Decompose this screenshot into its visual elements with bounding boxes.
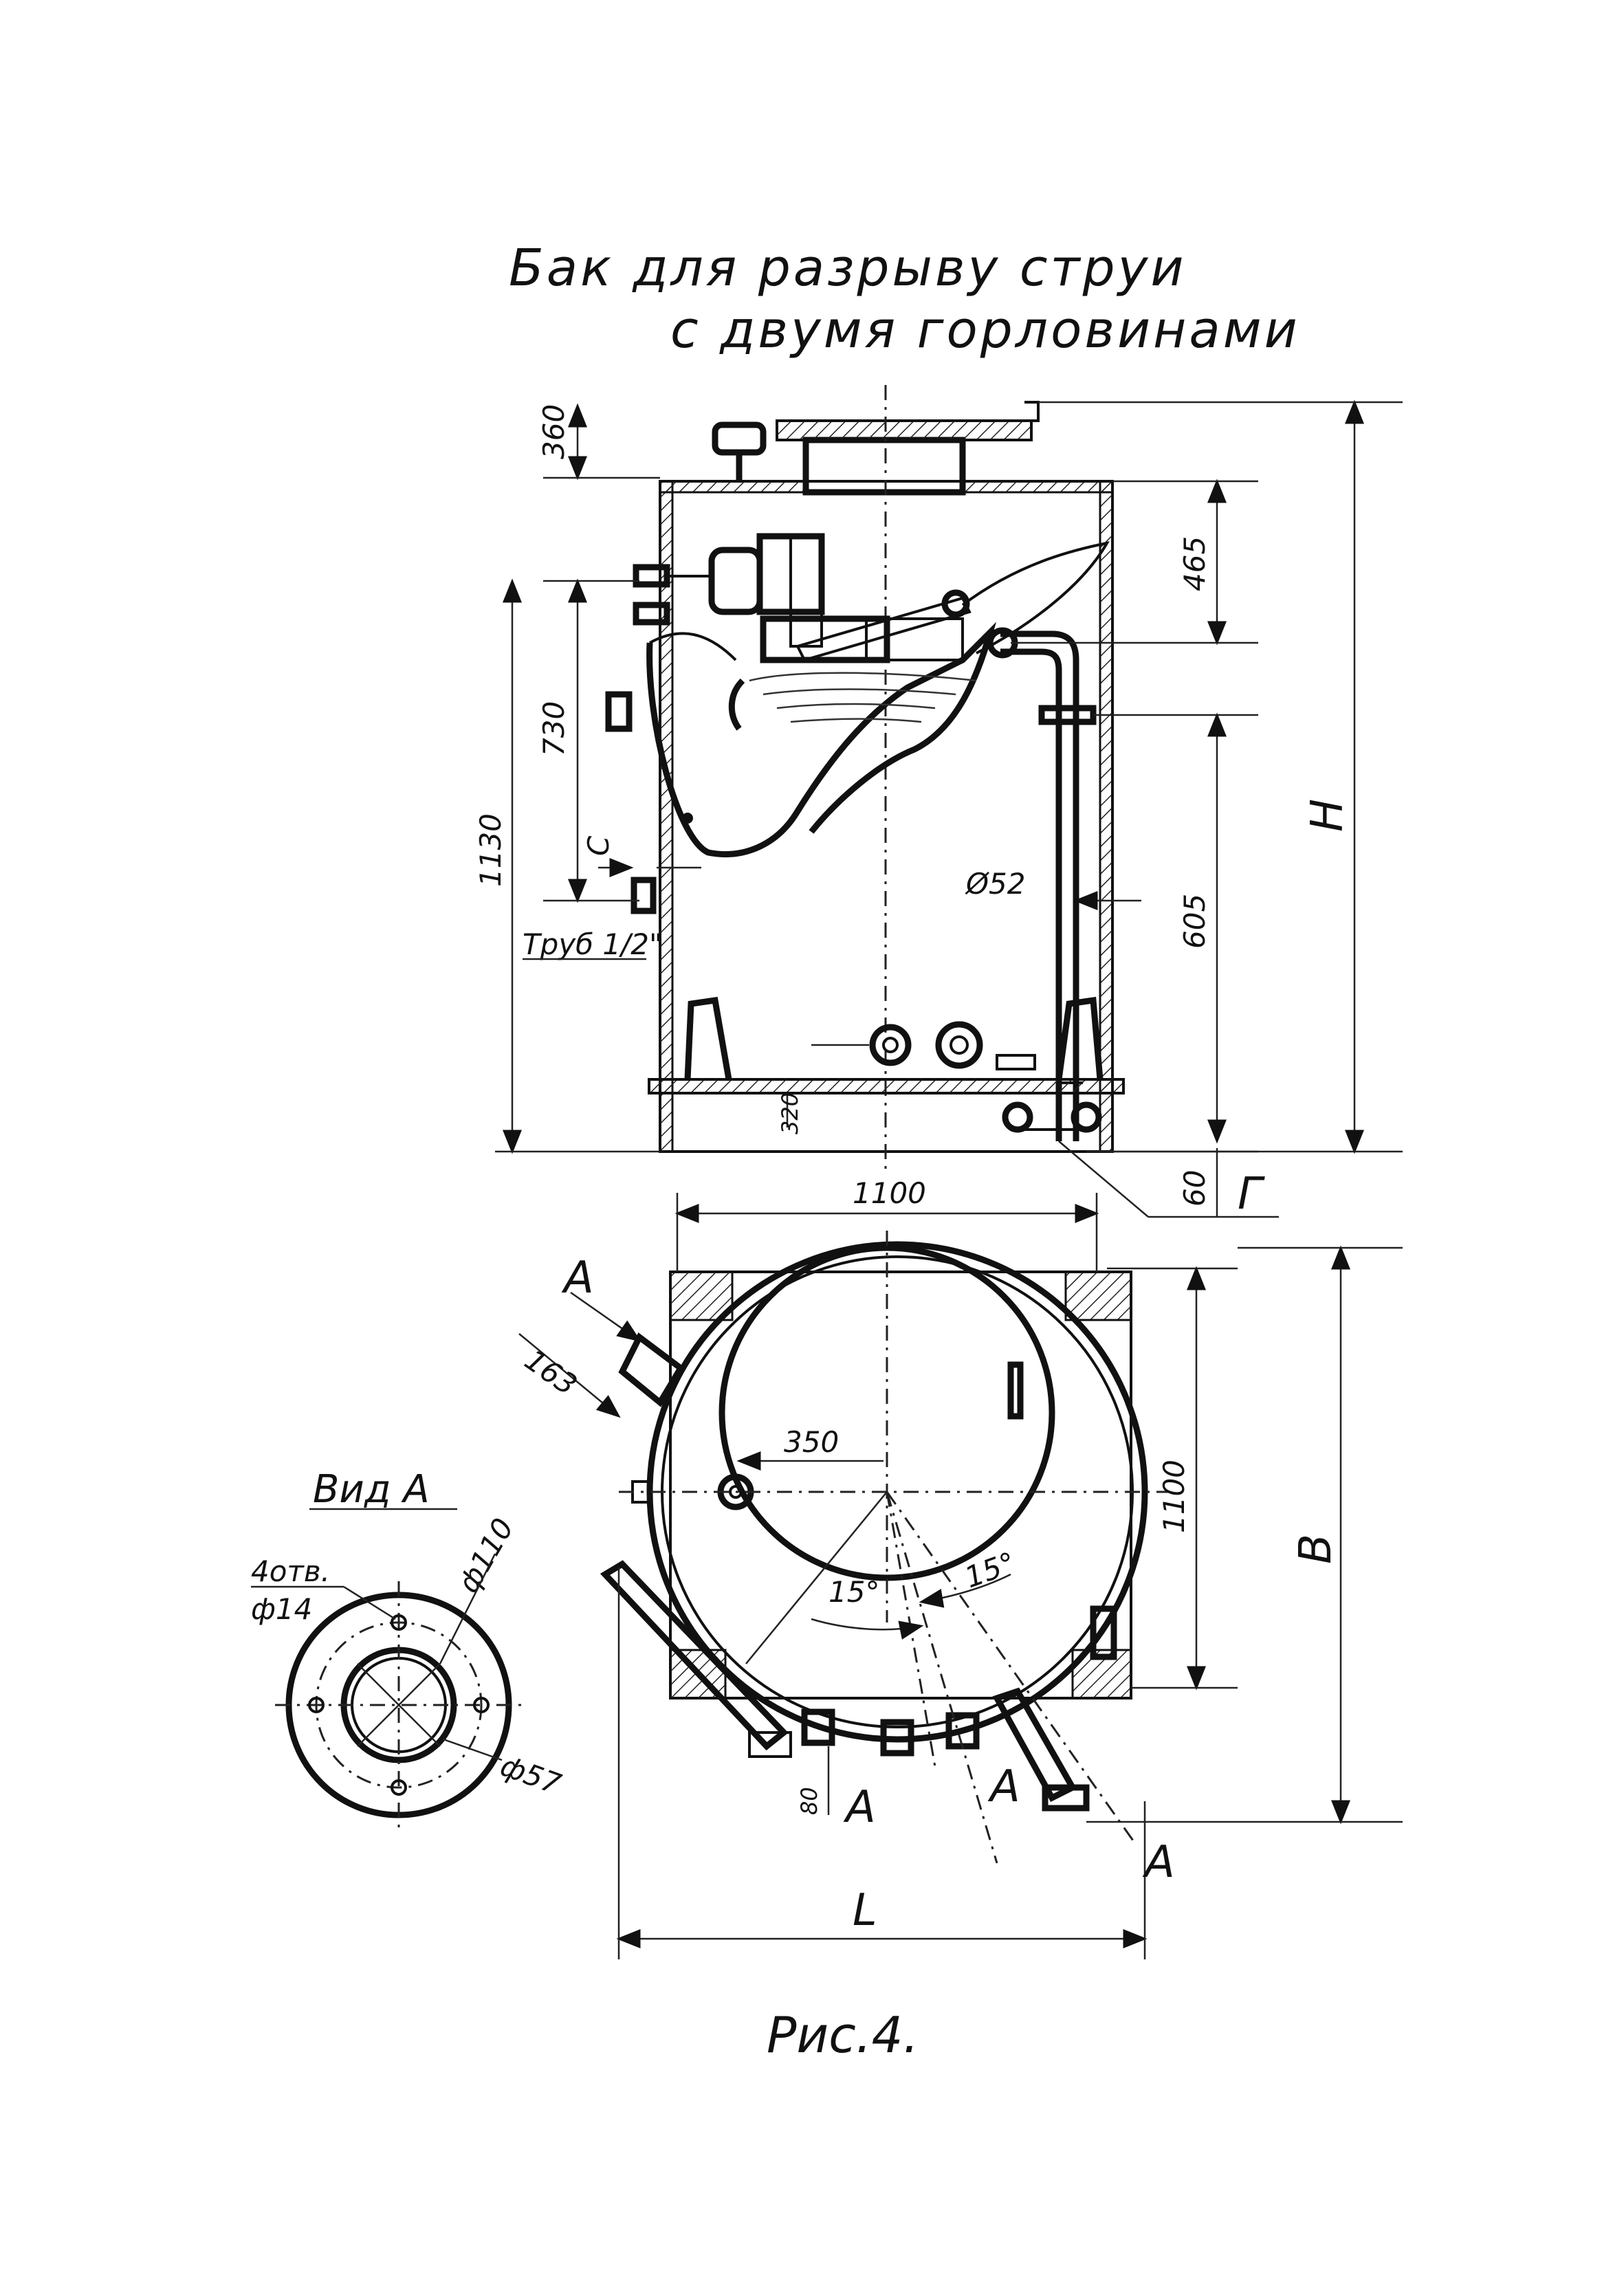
dim-dia52: Ø52 xyxy=(965,867,1026,901)
manhole-circle xyxy=(718,1244,1055,1581)
plan-view: 1100 1100 B L 163 350 15° 15° 80 А А А А xyxy=(518,1176,1403,1959)
inlet-branch xyxy=(618,1332,685,1407)
view-a-dia57: ф57 xyxy=(496,1748,566,1801)
dim-350: 350 xyxy=(784,1425,839,1459)
view-a: Вид А 4отв. ф14 ф110 ф57 xyxy=(251,1467,566,1829)
manhole-neck xyxy=(802,437,966,496)
figure-caption: Рис.4. xyxy=(767,2006,919,2064)
view-a-holes: 4отв. xyxy=(251,1554,330,1588)
dim-320: 320 xyxy=(777,1092,803,1134)
section-letter-a-1: А xyxy=(561,1253,594,1304)
dim-360: 360 xyxy=(537,404,571,459)
view-a-title: Вид А xyxy=(313,1467,430,1512)
view-a-hole-dia: ф14 xyxy=(251,1592,312,1626)
dim-B: B xyxy=(1291,1534,1341,1564)
dim-1100-side: 1100 xyxy=(1157,1460,1191,1533)
drawing-title: Бак для разрыву струи с двумя горловинам… xyxy=(509,239,1300,360)
title-line-2: с двумя горловинами xyxy=(670,300,1300,360)
label-g: Г xyxy=(1238,1169,1265,1220)
dim-730: 730 xyxy=(537,701,571,756)
dim-60: 60 xyxy=(1178,1170,1211,1207)
float-valve-assembly xyxy=(633,533,1110,663)
overflow-branch xyxy=(600,1560,792,1758)
section-letter-a-4: А xyxy=(1142,1837,1175,1888)
bottom-nozzles xyxy=(801,1605,1117,1812)
title-line-1: Бак для разрыву струи xyxy=(509,239,1186,298)
dim-1130: 1130 xyxy=(474,813,507,887)
tank-lid-right xyxy=(961,480,1114,494)
dim-605: 605 xyxy=(1178,894,1211,949)
float-bowl xyxy=(605,622,997,857)
pipe-label: Труб 1/2" xyxy=(523,927,662,961)
dim-1100-top: 1100 xyxy=(853,1176,926,1210)
front-view: C Труб 1/2" xyxy=(474,385,1403,1220)
tank-lid-left xyxy=(659,480,807,494)
bottom-frame xyxy=(648,996,1125,1133)
section-letter-a-3: А xyxy=(987,1761,1020,1812)
dim-465: 465 xyxy=(1178,536,1211,591)
manhole-cover xyxy=(776,419,1033,441)
dim-L: L xyxy=(853,1885,877,1936)
front-dimensions: 360 730 1130 465 605 60 xyxy=(474,399,1403,1220)
dim-c-mark: C xyxy=(582,835,615,856)
vent-cap xyxy=(712,421,767,456)
dim-163: 163 xyxy=(518,1343,583,1402)
drain-stub xyxy=(630,877,657,914)
dim-80: 80 xyxy=(796,1787,822,1815)
section-letter-a-2: А xyxy=(843,1782,876,1833)
tank-wall-right xyxy=(1099,480,1114,1153)
dim-H: H xyxy=(1302,799,1353,832)
dim-angle-1: 15° xyxy=(829,1575,879,1609)
view-a-dia110: ф110 xyxy=(451,1512,520,1598)
